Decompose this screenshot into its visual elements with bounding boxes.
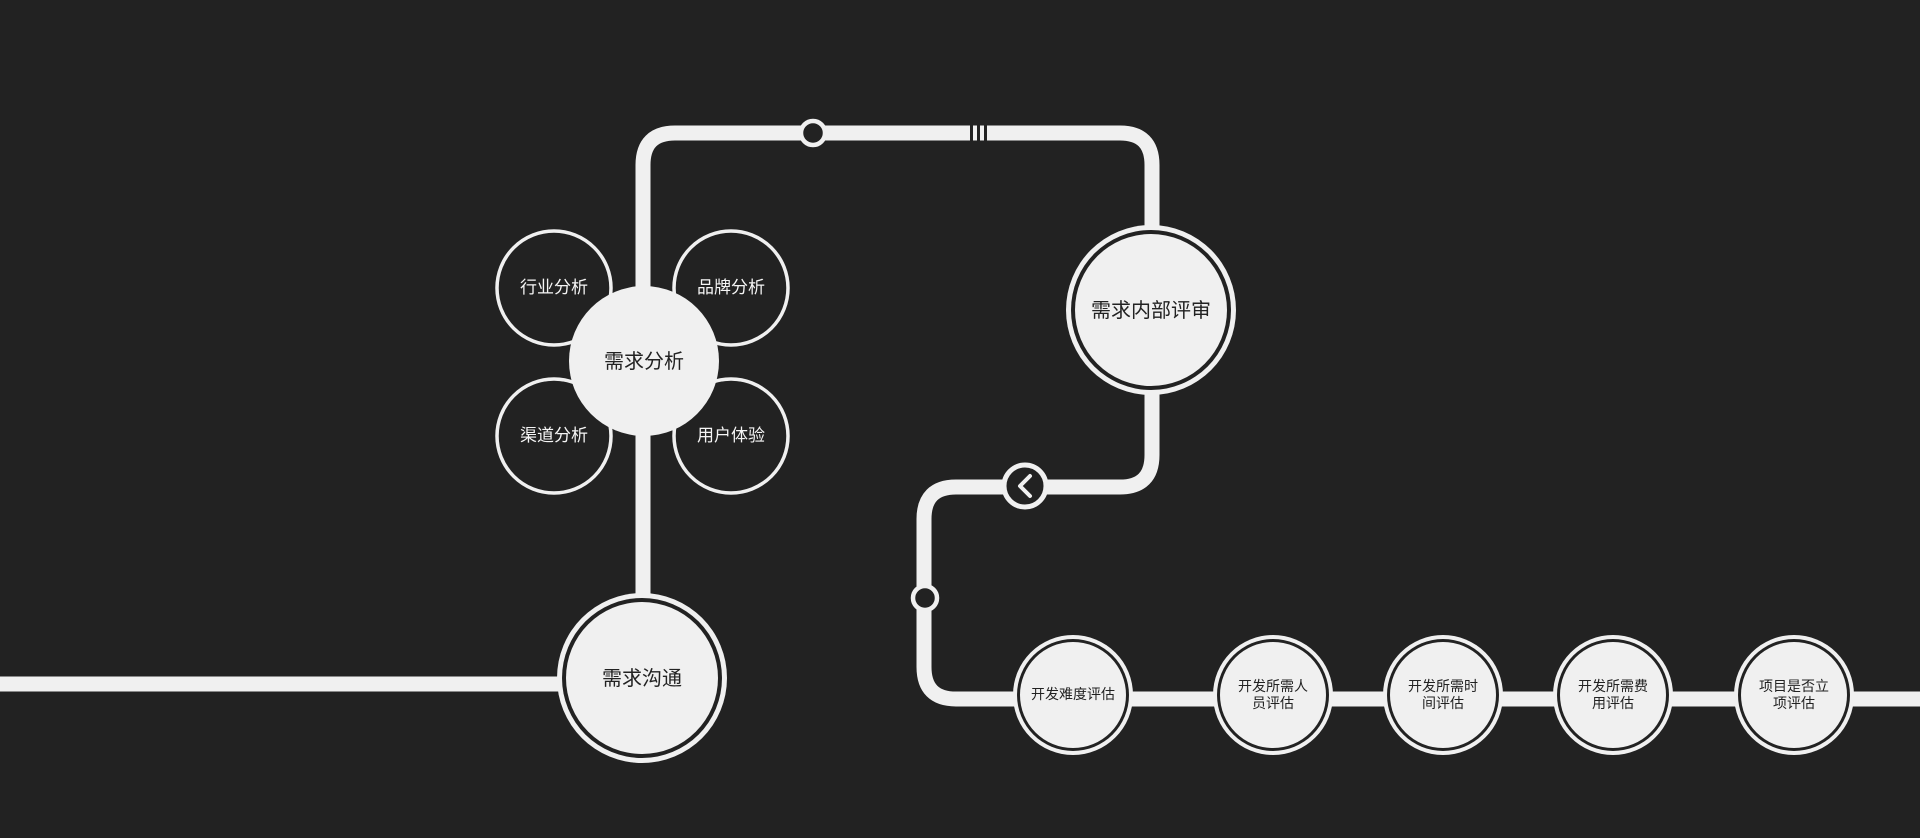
evaluation-step-approval: 项目是否立 项评估 — [1734, 635, 1854, 755]
communication-node: 需求沟通 — [557, 593, 727, 763]
analysis-aspect-channel: 渠道分析 — [495, 377, 613, 495]
analysis-aspect-channel-label: 渠道分析 — [520, 426, 588, 446]
triple-tick-marker — [970, 124, 987, 142]
track-review-descent — [916, 380, 1920, 707]
analysis-node-label: 需求分析 — [604, 349, 684, 373]
evaluation-step-staffing: 开发所需人 员评估 — [1213, 635, 1333, 755]
evaluation-steps: 开发难度评估 开发所需人 员评估 开发所需时 间评估 开发所需费 用评估 — [1013, 635, 1854, 755]
evaluation-step-cost-label-line1: 开发所需费 — [1578, 679, 1648, 695]
evaluation-step-cost: 开发所需费 用评估 — [1553, 635, 1673, 755]
analysis-cluster: 行业分析 品牌分析 渠道分析 用户体验 需求分析 — [495, 229, 790, 495]
analysis-node: 需求分析 — [569, 286, 719, 436]
internal-review-node-label: 需求内部评审 — [1091, 298, 1211, 322]
evaluation-step-difficulty: 开发难度评估 — [1013, 635, 1133, 755]
chevron-left-icon — [1001, 462, 1049, 510]
evaluation-step-staffing-label-line2: 员评估 — [1252, 696, 1294, 712]
flow-track — [0, 125, 1920, 707]
evaluation-step-approval-label-line1: 项目是否立 — [1759, 679, 1829, 695]
evaluation-step-time: 开发所需时 间评估 — [1383, 635, 1503, 755]
evaluation-step-approval-label-line2: 项评估 — [1773, 696, 1815, 712]
track-analysis-branch — [635, 125, 1160, 620]
evaluation-step-staffing-label-line1: 开发所需人 — [1238, 679, 1308, 695]
junction-dot-left — [910, 583, 940, 613]
junction-dot-top — [798, 118, 828, 148]
evaluation-step-time-label-line2: 间评估 — [1422, 696, 1464, 712]
evaluation-step-time-label-line1: 开发所需时 — [1408, 679, 1478, 695]
analysis-aspect-industry: 行业分析 — [495, 229, 613, 347]
internal-review-node: 需求内部评审 — [1066, 225, 1236, 395]
analysis-aspect-user-experience-label: 用户体验 — [697, 426, 765, 446]
analysis-aspect-industry-label: 行业分析 — [520, 278, 588, 298]
analysis-aspect-brand-label: 品牌分析 — [697, 278, 765, 298]
communication-node-label: 需求沟通 — [602, 666, 682, 690]
evaluation-step-cost-label-line2: 用评估 — [1592, 696, 1634, 712]
evaluation-step-difficulty-label: 开发难度评估 — [1031, 687, 1115, 703]
track-ornaments — [798, 118, 1049, 613]
